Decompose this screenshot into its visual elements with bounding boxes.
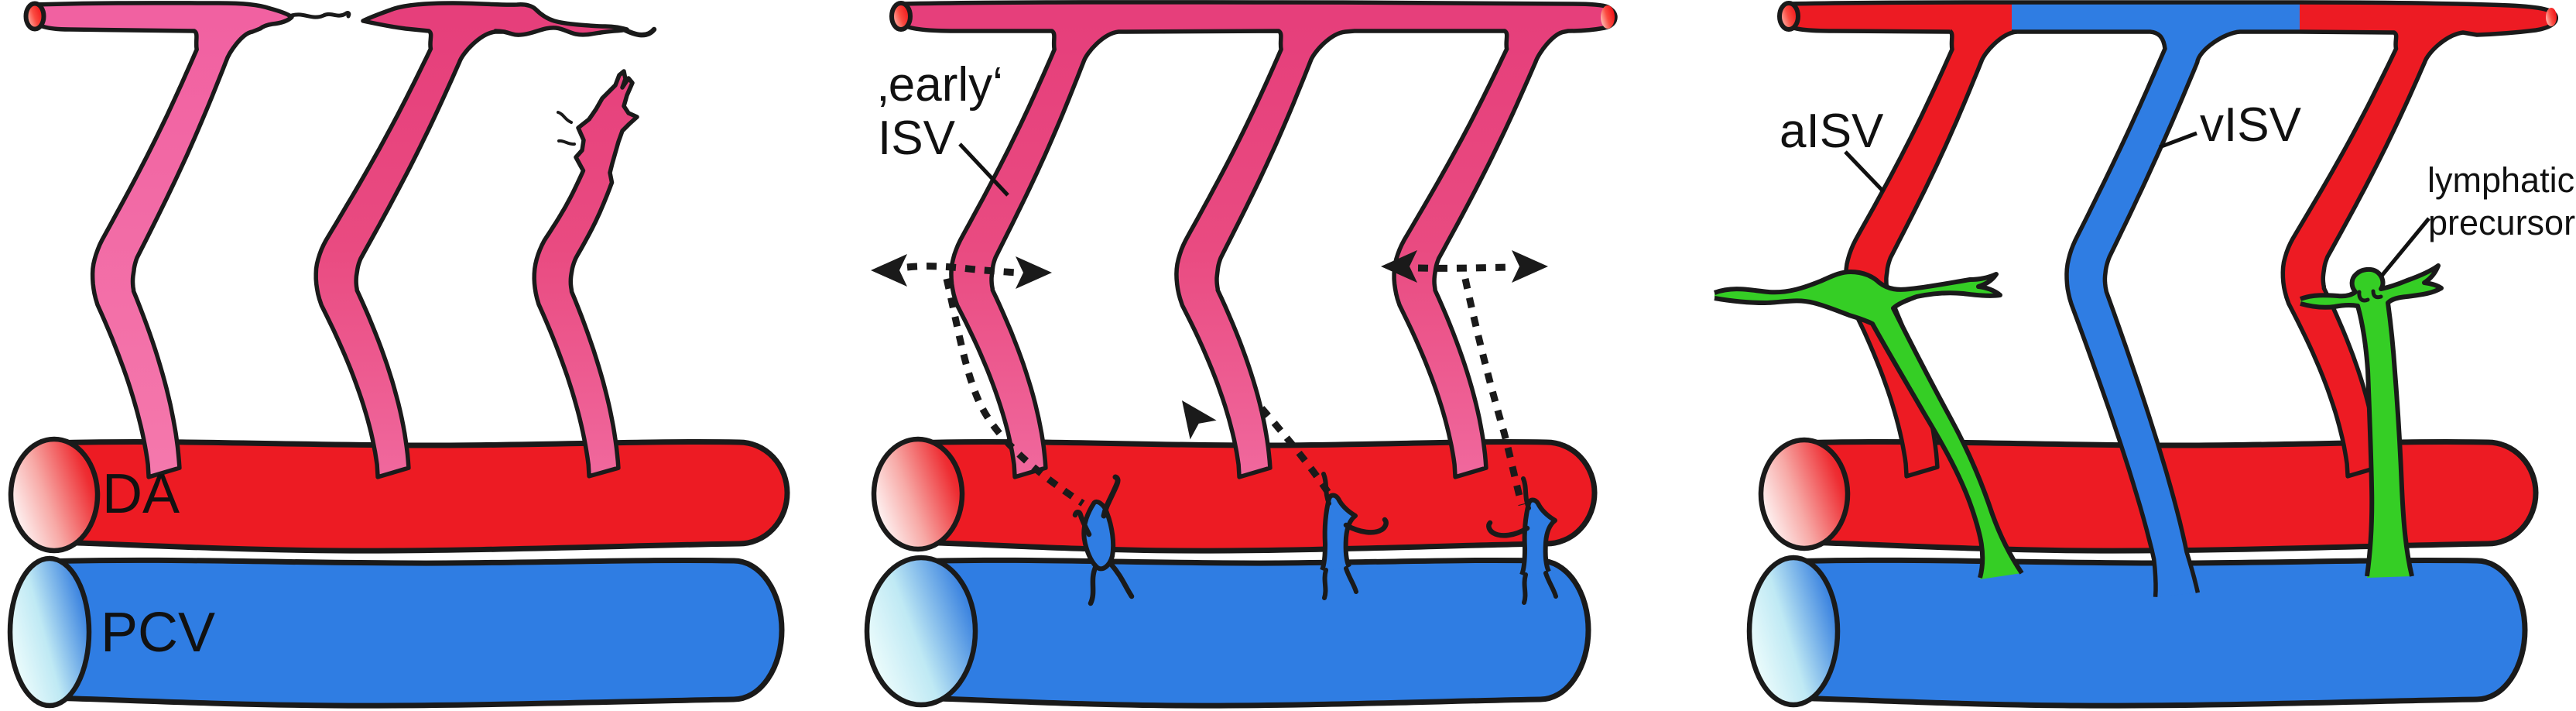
svg-text:precursor: precursor	[2428, 203, 2575, 242]
svg-text:DA: DA	[102, 463, 180, 525]
svg-text:ISV: ISV	[878, 112, 956, 165]
svg-text:vISV: vISV	[2200, 98, 2302, 152]
svg-text:lymphatic: lymphatic	[2427, 160, 2574, 200]
svg-text:aISV: aISV	[1780, 105, 1884, 158]
svg-text:PCV: PCV	[101, 602, 215, 664]
svg-text:‚early‘: ‚early‘	[878, 58, 1003, 112]
